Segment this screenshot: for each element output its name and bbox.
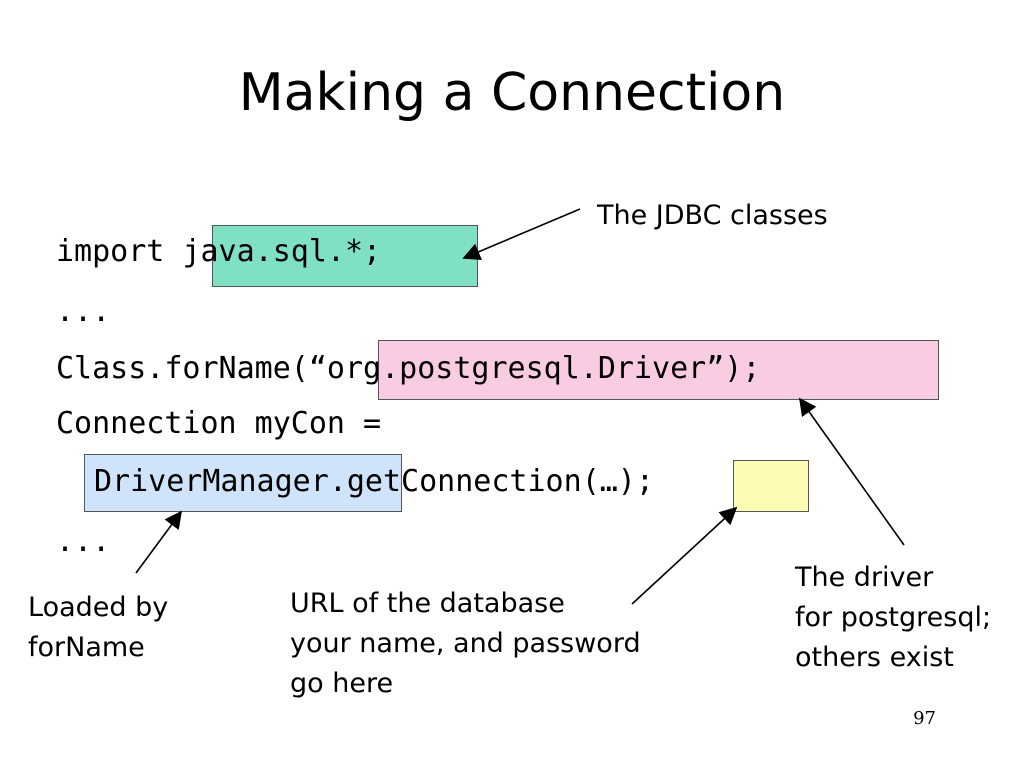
code-line-connection: Connection myCon = xyxy=(56,406,382,441)
code-line-ellipsis-2: ... xyxy=(56,524,111,559)
code-line-forname: Class.forName(“org.postgresql.Driver”); xyxy=(56,349,760,389)
code-line-ellipsis-1: ... xyxy=(56,294,111,329)
jdbc-highlight-box xyxy=(212,225,478,287)
annotation-url-line-2: your name, and password xyxy=(290,628,641,659)
driver-highlight-box xyxy=(378,340,939,400)
code-line-getconnection: DriverManager.getConnection(…); xyxy=(94,462,654,502)
annotation-driver-line-3: others exist xyxy=(795,642,954,673)
annotation-url-line-3: go here xyxy=(290,668,394,699)
code-driver-string: “org.postgresql.Driver” xyxy=(308,351,725,386)
code-java-sql: java.sql.*; xyxy=(182,234,382,269)
code-drivermanager: DriverManager xyxy=(94,464,329,499)
args-highlight-box xyxy=(733,460,809,512)
slide-title: Making a Connection xyxy=(238,63,786,123)
code-getconnection: .getConnection xyxy=(328,464,582,499)
annotation-loaded-by-forname: Loaded by forName xyxy=(28,588,168,668)
code-line-import: import java.sql.*; xyxy=(56,232,381,272)
arrow-driver xyxy=(798,397,905,546)
arrow-jdbc xyxy=(462,208,581,260)
code-forname-prefix: Class.forName( xyxy=(56,351,309,386)
page-number: 97 xyxy=(913,708,936,729)
annotation-jdbc-classes: The JDBC classes xyxy=(597,200,828,231)
annotation-url-line-1: URL of the database xyxy=(290,588,565,619)
annotation-loaded-line-1: Loaded by xyxy=(28,592,169,623)
code-import-keyword: import xyxy=(56,234,183,269)
annotation-loaded-line-2: forName xyxy=(28,632,145,663)
arrow-url xyxy=(631,506,738,605)
annotation-url-of-database: URL of the database your name, and passw… xyxy=(290,584,641,704)
drivermanager-highlight-box xyxy=(84,454,402,512)
code-forname-suffix: ); xyxy=(724,351,761,386)
arrow-loaded-by xyxy=(135,510,183,574)
annotation-driver-line-2: for postgresql; xyxy=(795,602,992,633)
code-semicolon: ; xyxy=(635,464,654,499)
annotation-driver-for-postgresql: The driver for postgresql; others exist xyxy=(795,558,991,678)
code-args: (…) xyxy=(581,464,636,499)
annotation-driver-line-1: The driver xyxy=(795,562,934,593)
